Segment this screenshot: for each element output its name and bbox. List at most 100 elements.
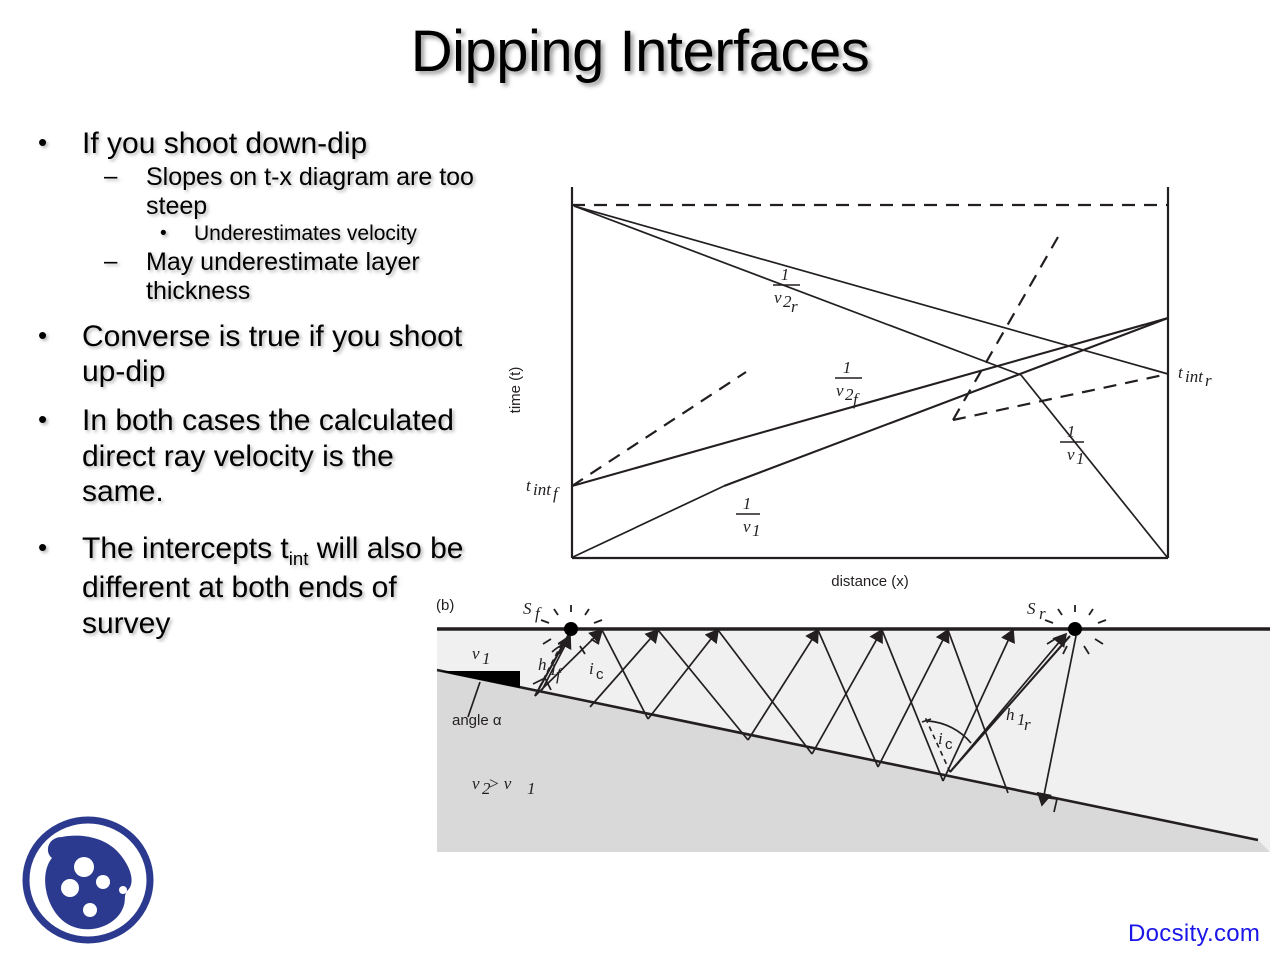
raypath-svg: (b) S f S r v 1 v 2 > v 1 h 1 <box>436 597 1270 852</box>
docsity-logo[interactable] <box>18 812 164 954</box>
critical-angle-label-left: i c <box>589 659 604 683</box>
t-int-r-sub: int <box>1185 367 1204 386</box>
v1-right-denominator-sub: 1 <box>1076 449 1085 468</box>
downgoing-ray <box>601 629 649 720</box>
travel-time-diagram: time (t) distance (x) t int f t int r 1 … <box>498 175 1280 590</box>
t-int-f-sub: int <box>533 480 552 499</box>
bullet-text: In both cases the calculated direct ray … <box>82 404 454 509</box>
bullet-marker: • <box>38 127 48 157</box>
panel-b-label: (b) <box>436 597 454 614</box>
bullet-text: Converse is true if you shoot up-dip <box>82 319 463 388</box>
h1r-base: h <box>1006 705 1015 724</box>
logo-hole <box>96 875 110 889</box>
source-forward-sub: f <box>535 604 542 623</box>
slope-label-v2r: 1 v 2 r <box>773 265 800 316</box>
v1-base: v <box>472 644 480 663</box>
bullet-subscript: int <box>288 548 309 570</box>
dip-angle-leader-line <box>467 681 481 718</box>
h1f-sub: 1 <box>549 660 558 679</box>
bullet-text: Slopes on t-x diagram are too steep <box>146 163 474 221</box>
t-int-f-projection-dashed <box>571 371 747 487</box>
v2-sub2: 1 <box>527 779 536 798</box>
forward-headwave-line <box>571 316 1169 488</box>
bullet-list: • If you shoot down-dip – Slopes on t-x … <box>24 126 479 643</box>
v1-right-numerator: 1 <box>1067 422 1076 441</box>
headwave-ray <box>647 628 720 720</box>
ic-left-base: i <box>589 659 594 678</box>
tx-chart-svg: time (t) distance (x) t int f t int r 1 … <box>507 187 1212 590</box>
dipping-interface-line <box>436 668 1259 842</box>
source-forward-base: S <box>523 599 532 618</box>
headwave-ray <box>877 628 950 768</box>
page-title: Dipping Interfaces <box>410 19 870 84</box>
source-forward-burst <box>540 605 603 655</box>
bullet-text: May underestimate layer thickness <box>146 247 420 305</box>
logo-cookie <box>45 835 132 930</box>
dip-angle-wedge <box>440 671 520 688</box>
headwave-ray <box>942 628 1015 782</box>
reverse-direct-wave-line <box>1020 374 1168 558</box>
bullet-text-part1: The intercepts t <box>82 532 289 566</box>
list-item: – May underestimate layer thickness <box>24 248 479 306</box>
t-int-r-label: t int r <box>1178 363 1212 390</box>
list-item: • In both cases the calculated direct ra… <box>24 403 479 509</box>
list-item: • If you shoot down-dip <box>24 126 479 161</box>
right-angle-marker-left <box>532 676 552 691</box>
downgoing-ray <box>717 629 813 755</box>
source-forward-marker <box>540 605 603 655</box>
slope-label-v2f: 1 v 2 f <box>835 358 862 409</box>
bullet-marker: • <box>38 319 48 350</box>
v2f-numerator: 1 <box>843 358 852 377</box>
docsity-watermark-text[interactable]: Docsity.com <box>1128 920 1261 947</box>
source-reverse-label: S r <box>1027 599 1046 623</box>
headwave-ray-group <box>534 628 1015 782</box>
source-reverse-burst <box>1044 605 1107 655</box>
source-forward-dot <box>564 622 578 636</box>
source-reverse-base: S <box>1027 599 1036 618</box>
headwave-ray <box>589 628 660 708</box>
v2r-numerator: 1 <box>781 265 790 284</box>
ic-left-sub: c <box>596 666 604 683</box>
h1r-depth-arrow <box>1036 635 1077 807</box>
bullet-marker: – <box>104 163 118 191</box>
ic-right-sub: c <box>945 736 953 753</box>
h1f-base: h <box>538 655 547 674</box>
docsity-logo-svg <box>22 816 154 944</box>
downgoing-ray <box>947 629 1009 794</box>
downgoing-ray <box>817 629 879 768</box>
reverse-direct-continuation <box>573 205 1022 376</box>
ic-right-base: i <box>938 729 943 748</box>
v1-left-denominator: v <box>743 517 751 536</box>
logo-hole <box>74 857 94 877</box>
v1-sub: 1 <box>482 649 491 668</box>
v2r-denominator: v <box>774 288 782 307</box>
logo-hole <box>83 903 97 917</box>
h1r-label: h 1 r <box>1006 705 1031 734</box>
source-reverse-sub: r <box>1039 604 1046 623</box>
right-angle-marker-right <box>1041 796 1059 813</box>
spacer <box>24 511 479 531</box>
v1-right-denominator: v <box>1067 445 1075 464</box>
v2r-denominator-sub: 2 <box>783 292 792 311</box>
v2-operator: > v <box>488 774 512 793</box>
v1-left-denominator-sub: 1 <box>752 521 761 540</box>
forward-direct-wave-line <box>572 485 725 558</box>
downgoing-ray-group <box>601 629 1009 794</box>
critical-angle-tick-right <box>921 718 932 723</box>
list-item: • Converse is true if you shoot up-dip <box>24 319 479 390</box>
t-int-f-base: t <box>526 476 532 495</box>
bullet-marker: – <box>104 247 118 275</box>
downgoing-ray <box>881 629 944 782</box>
headwave-ray <box>534 628 604 697</box>
layer1-velocity-label: v 1 <box>472 644 491 668</box>
bullet-text: Underestimates velocity <box>194 222 417 246</box>
logo-hole <box>61 879 79 897</box>
panel-b-body <box>437 628 1270 852</box>
bullet-marker: • <box>160 223 167 245</box>
v2f-denominator-sub: 2 <box>845 385 854 404</box>
v2-base: v <box>472 774 480 793</box>
t-int-r-sub2: r <box>1205 371 1212 390</box>
source-reverse-dot <box>1068 622 1082 636</box>
reverse-upgoing-ray <box>949 632 1068 773</box>
source-reverse-marker <box>1044 605 1107 655</box>
